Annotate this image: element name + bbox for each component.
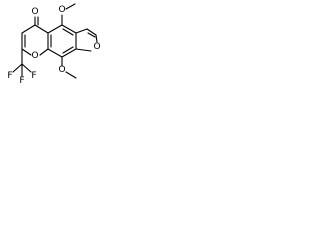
molecule-diagram: O O O O O F F F (0, 0, 121, 111)
structure-svg: O O O O O F F F (7, 3, 101, 86)
methoxy-top-oxygen: O (58, 5, 65, 15)
fluorine-3: F (19, 76, 24, 86)
pyranone-ring (21, 24, 49, 56)
furan-oxygen: O (93, 42, 100, 52)
carbonyl (34, 16, 39, 26)
fluorine-2: F (31, 71, 36, 81)
methoxy-bottom (61, 56, 77, 79)
methoxy-bottom-oxygen: O (58, 65, 65, 75)
carbonyl-oxygen: O (31, 7, 38, 17)
trifluoromethyl (12, 48, 32, 77)
fluorine-1: F (7, 71, 12, 81)
furan-ring (75, 28, 98, 52)
ring-oxygen: O (31, 51, 38, 61)
methoxy-top (61, 3, 76, 26)
benzene-ring (47, 24, 77, 58)
